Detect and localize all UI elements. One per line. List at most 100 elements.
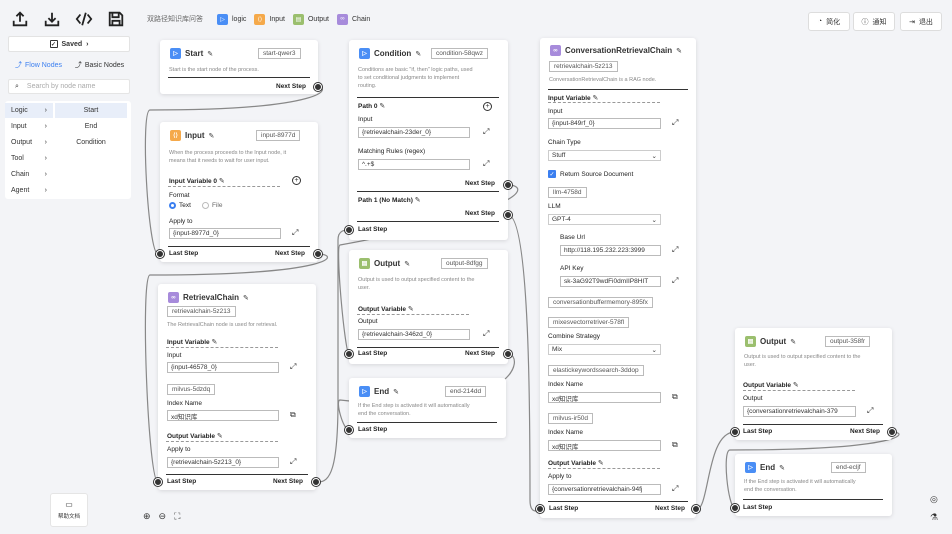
base-url-field[interactable]: http://118.195.232.223:3999 (560, 245, 661, 256)
node-condition[interactable]: ▷Condition✎ condition-58qwz Conditions a… (345, 40, 512, 240)
last-step-port[interactable] (345, 350, 353, 358)
edit-icon[interactable]: ✎ (211, 339, 218, 346)
tab-basic-nodes[interactable]: ⤴Basic Nodes (69, 57, 130, 73)
expand-icon[interactable]: ⤢ (672, 484, 679, 493)
input-field[interactable]: {input-46578_0} (167, 362, 279, 373)
node-input[interactable]: ⟨⟩Input✎ input-8977d When the process pr… (156, 122, 322, 262)
last-step-port[interactable] (731, 428, 739, 436)
save-icon[interactable] (105, 8, 127, 30)
next-step-port[interactable] (314, 250, 322, 258)
zoom-in-icon[interactable]: ⊕ (143, 511, 151, 521)
last-step-port[interactable] (731, 504, 739, 512)
edit-icon[interactable]: ✎ (415, 50, 422, 58)
open-external-icon[interactable]: ⧉ (672, 392, 678, 401)
milvus-tag[interactable]: milvus-5dzdq (167, 384, 216, 395)
expand-icon[interactable]: ⤢ (483, 329, 490, 338)
node-id[interactable]: start-qwer3 (258, 48, 301, 59)
combine-strategy-select[interactable]: Mix⌄ (548, 344, 661, 355)
edit-icon[interactable]: ✎ (414, 197, 421, 204)
node-retrievalchain[interactable]: ∞RetrievalChain✎ retrievalchain-5z213 Th… (154, 284, 320, 490)
expand-icon[interactable]: ⤢ (292, 228, 299, 237)
expand-icon[interactable]: ⤢ (290, 457, 297, 466)
next-step-port[interactable] (504, 350, 512, 358)
last-step-port[interactable] (154, 478, 162, 486)
llm-select[interactable]: GPT-4⌄ (548, 214, 661, 225)
last-step-port[interactable] (156, 250, 164, 258)
node-id[interactable]: retrievalchain-5z213 (167, 306, 236, 317)
expand-icon[interactable]: ⤢ (672, 118, 679, 127)
add-icon[interactable]: + (483, 102, 492, 111)
api-key-field[interactable]: sk-3aG92T9wdFi0dmIIP8HIT (560, 276, 661, 287)
expand-icon[interactable]: ⤢ (672, 276, 679, 285)
node-id[interactable]: end-214dd (445, 386, 487, 397)
subitem-condition[interactable]: Condition (76, 139, 106, 146)
edit-icon[interactable]: ✎ (216, 433, 223, 440)
category-agent[interactable]: Agent› (5, 183, 53, 198)
open-external-icon[interactable]: ⧉ (290, 410, 296, 419)
node-output-1[interactable]: ▤Output✎ output-8dfgg Output is used to … (345, 250, 512, 364)
saved-button[interactable]: ✓Saved› (8, 36, 130, 52)
open-external-icon[interactable]: ⧉ (672, 440, 678, 449)
simplify-button[interactable]: ◔简化 (808, 12, 850, 31)
category-output[interactable]: Output› (5, 135, 53, 150)
radio-file[interactable]: File (202, 202, 222, 209)
next-step-port[interactable] (692, 505, 700, 513)
next-step-port[interactable] (312, 478, 320, 486)
logout-button[interactable]: ⇥退出 (900, 12, 942, 31)
next-step-port[interactable] (888, 428, 896, 436)
path1-port[interactable] (504, 211, 512, 219)
last-step-port[interactable] (536, 505, 544, 513)
last-step-port[interactable] (345, 226, 353, 234)
output-field[interactable]: {retrievalchain-346zd_0} (358, 329, 470, 340)
edit-icon[interactable]: ✎ (404, 260, 411, 268)
index-name-field[interactable]: xd知识库 (548, 392, 661, 403)
flask-icon[interactable]: ⚗ (930, 512, 939, 522)
retriever-tag[interactable]: mixesvectorretriver-578fl (548, 317, 630, 328)
expand-icon[interactable]: ⤢ (290, 362, 297, 371)
category-logic[interactable]: Logic› (5, 103, 53, 118)
next-step-port[interactable] (314, 83, 322, 91)
category-chain[interactable]: Chain› (5, 167, 53, 182)
rules-field[interactable]: ^.+$ (358, 159, 470, 170)
node-conversationretrievalchain[interactable]: ∞ConversationRetrievalChain✎ retrievalch… (536, 38, 700, 518)
edit-icon[interactable]: ✎ (790, 338, 797, 346)
memory-tag[interactable]: conversationbuffermemory-895fx (548, 297, 653, 308)
index-name-field[interactable]: xd知识库 (167, 410, 279, 421)
condition-input-field[interactable]: {retrievalchain-23der_0} (358, 127, 470, 138)
edit-icon[interactable]: ✎ (208, 132, 215, 140)
download-icon[interactable] (41, 8, 63, 30)
node-id[interactable]: retrievalchain-5z213 (549, 61, 618, 72)
zoom-out-icon[interactable]: ⊖ (158, 511, 167, 521)
edit-icon[interactable]: ✎ (207, 50, 214, 58)
last-step-port[interactable] (345, 426, 353, 434)
node-id[interactable]: end-ecljf (831, 462, 866, 473)
chain-type-select[interactable]: Stuff⌄ (548, 150, 661, 161)
edit-icon[interactable]: ✎ (393, 388, 399, 396)
edit-icon[interactable]: ✎ (592, 95, 599, 102)
node-id[interactable]: input-8977d (256, 130, 301, 141)
radio-text[interactable]: Text (169, 202, 191, 209)
expand-icon[interactable]: ⤢ (867, 406, 874, 415)
node-start[interactable]: ▷Start✎ start-qwer3 Start is the start n… (160, 40, 322, 94)
node-output-2[interactable]: ▤Output✎ output-358fr Output is used to … (731, 328, 896, 440)
edit-icon[interactable]: ✎ (779, 464, 785, 472)
edit-icon[interactable]: ✎ (792, 382, 799, 389)
node-id[interactable]: condition-58qwz (431, 48, 488, 59)
add-icon[interactable]: + (292, 176, 301, 185)
path0-port[interactable] (504, 181, 512, 189)
category-tool[interactable]: Tool› (5, 151, 53, 166)
help-docs-button[interactable]: ▭帮助文档 (50, 493, 88, 527)
tab-flow-nodes[interactable]: ⤴Flow Nodes (8, 57, 69, 73)
edit-icon[interactable]: ✎ (218, 178, 225, 185)
edit-icon[interactable]: ✎ (407, 306, 414, 313)
output-field[interactable]: {conversationretrievalchain-379 (743, 406, 856, 417)
index-name-field[interactable]: xd知识库 (548, 440, 661, 451)
edit-icon[interactable]: ✎ (597, 460, 604, 467)
node-id[interactable]: output-8dfgg (441, 258, 488, 269)
apply-to-field[interactable]: {conversationretrievalchain-94fj (548, 484, 661, 495)
node-end-1[interactable]: ▷End✎ end-214dd If the End step is activ… (345, 378, 506, 438)
code-icon[interactable] (73, 8, 95, 30)
category-input[interactable]: Input› (5, 119, 53, 134)
upload-icon[interactable] (9, 8, 31, 30)
es-tag[interactable]: elastickeywordssearch-3ddop (548, 365, 644, 376)
